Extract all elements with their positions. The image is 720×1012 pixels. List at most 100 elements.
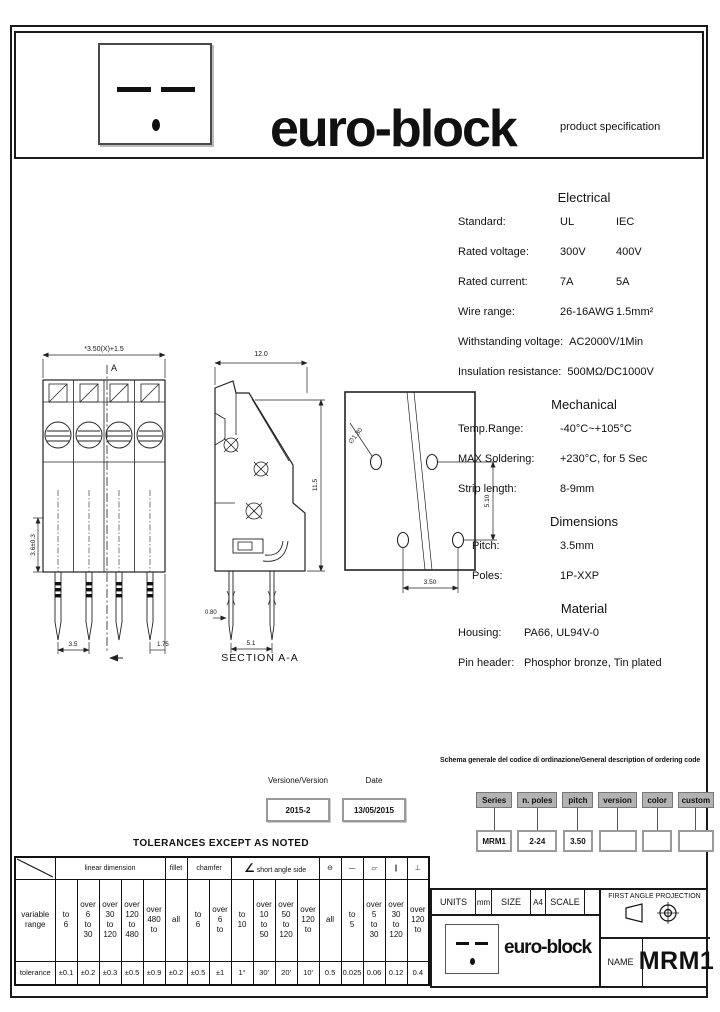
tol-range-cell: over 120 to (296, 878, 320, 962)
section-view-drawing: 12.0 11.5 0.80 5.1 SECTION A-A (205, 351, 325, 664)
spec-row-temp-range: Temp.Range: -40°C~+105°C (458, 423, 632, 435)
mechanical-heading: Mechanical (551, 397, 617, 412)
tolerances-title: TOLERANCES EXCEPT AS NOTED (133, 838, 309, 849)
tol-range-row-label: variable range (14, 878, 56, 962)
pcb-dimensions (349, 422, 497, 593)
tol-range-cell: over 10 to 50 (252, 878, 276, 962)
tol-value-cell: 10' (296, 960, 320, 986)
section-dim-width: 12.0 (254, 351, 268, 358)
tol-value-cell: 0.4 (406, 960, 430, 986)
pcb-dim-row: 5.10 (484, 494, 491, 507)
tol-value-cell: ±0.3 (98, 960, 122, 986)
tolerances-table: linear dimension fillet chamfer ∠ short … (14, 856, 431, 986)
section-dim-height: 11.5 (312, 479, 319, 492)
tol-group-flatness-icon: ▱ (362, 856, 386, 880)
tol-value-cell: 0.12 (384, 960, 408, 986)
tol-group-linear: linear dimension (54, 856, 166, 880)
front-pins (54, 572, 154, 641)
section-dim-span: 5.1 (246, 640, 255, 647)
version-block: Versione/Version 2015-2 Date 13/05/2015 (266, 776, 406, 822)
pcb-layout-drawing: ∅1.30 5.10 3.50 (344, 391, 497, 593)
tol-range-cell: to 6 (54, 878, 78, 962)
ordering-field-custom: custom (677, 792, 714, 852)
front-view-drawing: *3.50(X)+1.5 3.6±0.3 3.5 1.75 A (30, 346, 169, 662)
section-pins (226, 571, 277, 641)
dimensions-heading: Dimensions (550, 514, 618, 529)
tol-range-cell: over 30 to 120 (98, 878, 122, 962)
tol-group-angle: ∠ short angle side (230, 856, 320, 880)
pcb-dim-col: 3.50 (424, 579, 437, 586)
projection-cell: FIRST ANGLE PROJECTION (599, 890, 710, 937)
tol-value-cell: 30' (252, 960, 276, 986)
units-label-cell: UNITS (432, 890, 476, 914)
tol-value-cell: ±0.1 (54, 960, 78, 986)
tol-range-cell: over 120 to (406, 878, 430, 962)
titleblock-logo-dash-right (475, 942, 488, 945)
logo-dot (152, 119, 160, 131)
tol-range-cell: over 480 to (142, 878, 166, 962)
ordering-field-pitch: pitch 3.50 (562, 792, 594, 852)
tol-range-cell: over 30 to 120 (384, 878, 408, 962)
tol-group-perpendicularity-icon: ⊥ (406, 856, 430, 880)
page-frame (10, 25, 708, 998)
tol-value-cell: ±0.5 (120, 960, 144, 986)
name-value-cell: MRM1 (638, 947, 715, 975)
electrical-heading: Electrical (557, 190, 611, 205)
tol-range-cell: to 10 (230, 878, 254, 962)
tol-range-cell: over 120 to 480 (120, 878, 144, 962)
date-value-box: 13/05/2015 (342, 798, 406, 822)
section-body (214, 380, 306, 572)
spec-row-standard: Standard: UL IEC (458, 216, 635, 228)
tol-range-cell: to 5 (340, 878, 364, 962)
spec-row-pitch: Pitch: 3.5mm (472, 540, 594, 552)
section-dim-pin: 0.80 (205, 610, 217, 616)
titleblock-logo-dot (470, 958, 475, 965)
tol-value-cell: 0.025 (340, 960, 364, 986)
pcb-dim-hole: ∅1.30 (347, 426, 364, 445)
titleblock-brand: euro-block (504, 937, 592, 958)
tol-group-parallelism-icon: ∥ (384, 856, 408, 880)
tol-value-cell: ±0.2 (164, 960, 188, 986)
spec-row-strip-length: Strip length: 8-9mm (458, 483, 595, 495)
spec-row-wire-range: Wire range: 26-16AWG 1.5mm² (458, 306, 654, 318)
tol-value-cell: 0.5 (318, 960, 342, 986)
section-screws (223, 437, 269, 520)
spec-row-housing: Housing: PA66, UL94V-0 (458, 627, 600, 639)
pcb-board (344, 391, 476, 571)
tol-value-cell: ±0.9 (142, 960, 166, 986)
ordering-field-version: version (598, 792, 637, 852)
title-block: UNITS mm SIZE A4 SCALE FIRST ANGLE PROJE… (430, 888, 715, 988)
material-heading: Material (560, 601, 608, 616)
tol-value-cell: ±0.2 (76, 960, 100, 986)
front-dim-end: 1.75 (157, 642, 169, 648)
spec-row-max-soldering: MAX Soldering: +230°C, for 5 Sec (458, 453, 648, 465)
version-field: Versione/Version 2015-2 (266, 776, 330, 822)
size-value-cell: A4 (531, 890, 546, 914)
version-label: Versione/Version (267, 776, 329, 785)
section-dimensions (213, 360, 325, 653)
scale-label-cell: SCALE (546, 890, 585, 914)
tol-tolerance-row-label: tolerance (14, 960, 56, 986)
titleblock-logo-dash-left (456, 942, 469, 945)
tol-group-straightness-icon: — (340, 856, 364, 880)
spec-row-poles: Poles: 1P-XXP (472, 570, 600, 582)
date-label: Date (365, 776, 383, 785)
units-value-cell: mm (476, 890, 492, 914)
titleblock-logo (445, 924, 499, 974)
section-label: SECTION A-A (221, 652, 299, 664)
ordering-field-poles: n. poles 2-24 (517, 792, 558, 852)
tol-group-fillet: fillet (164, 856, 188, 880)
tol-range-cell: all (318, 878, 342, 962)
header-box: euro-block product specification (14, 31, 704, 159)
spec-row-withstanding-voltage: Withstanding voltage: AC2000V/1Min (458, 336, 644, 348)
front-dimensions (33, 352, 166, 654)
scale-value-cell (585, 890, 599, 914)
tol-range-cell: over 5 to 30 (362, 878, 386, 962)
ordering-field-series: Series MRM1 (476, 792, 513, 852)
size-label-cell: SIZE (492, 890, 531, 914)
front-dim-left: 3.6±0.3 (30, 534, 37, 556)
tol-range-cell: over 50 to 120 (274, 878, 298, 962)
tol-value-cell: 0.06 (362, 960, 386, 986)
ordering-fields: Series MRM1 n. poles 2-24 pitch 3.50 ver… (440, 792, 714, 852)
version-value-box: 2015-2 (266, 798, 330, 822)
